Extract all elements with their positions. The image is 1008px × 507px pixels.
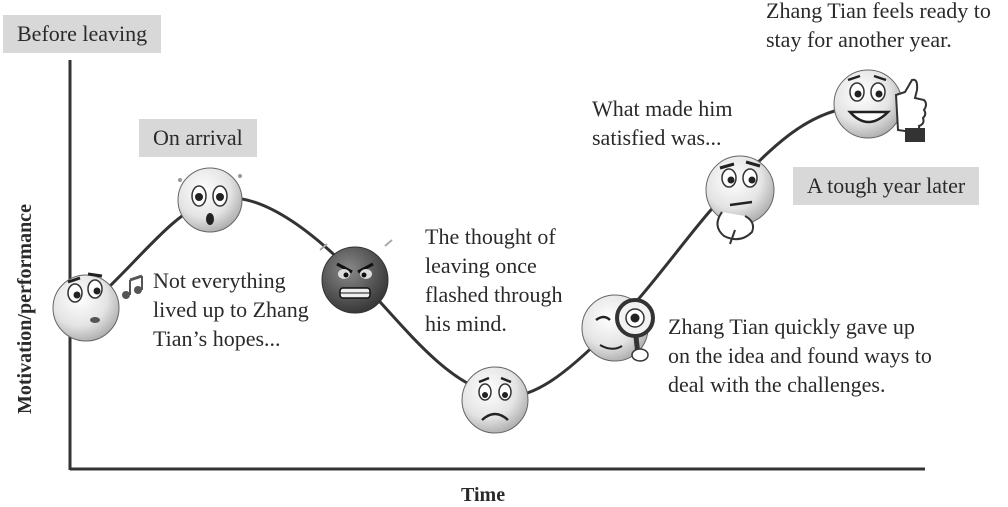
y-axis-title: Motivation/performance [14, 204, 36, 414]
note-satisfied: What made him satisfied was... [592, 96, 733, 150]
stage-label-tough-year-later: A tough year later [793, 167, 980, 205]
sad-face-icon [461, 366, 529, 434]
note-gave-up: Zhang Tian quickly gave up on the idea a… [668, 314, 932, 397]
thinking-face-icon [705, 155, 775, 245]
thumbs-up-face-icon [833, 69, 927, 142]
surprised-face-icon [177, 167, 243, 233]
stage-label-on-arrival: On arrival [139, 119, 257, 157]
note-hopes: Not everything lived up to Zhang Tian’s … [153, 268, 309, 351]
music-note-icon [122, 274, 143, 299]
note-ready-to-stay: Zhang Tian feels ready to stay for anoth… [766, 0, 991, 52]
thumbs-up-icon [894, 78, 927, 142]
note-thought-of-leaving: The thought of leaving once flashed thro… [425, 224, 563, 336]
magnifier-face-icon [581, 294, 655, 362]
hand-on-chin-icon [716, 211, 755, 245]
stage-label-before-leaving: Before leaving [3, 15, 162, 53]
nervous-face-icon [52, 272, 143, 342]
angry-face-icon [319, 239, 393, 314]
x-axis-title: Time [461, 484, 506, 506]
magnifying-glass-icon [615, 298, 655, 362]
